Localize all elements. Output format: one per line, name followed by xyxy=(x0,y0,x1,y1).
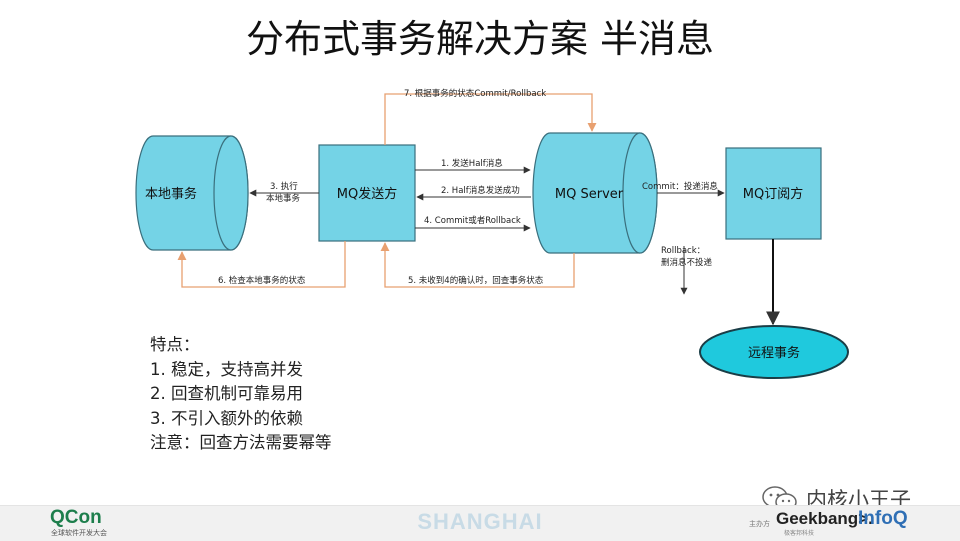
geekbang-subtitle: 极客邦科技 xyxy=(784,530,815,537)
local-transaction-label: 本地事务 xyxy=(145,186,197,202)
commit-by-state-arrow xyxy=(384,93,597,145)
mq-subscriber-label: MQ订阅方 xyxy=(743,186,803,202)
mq-producer-node: MQ发送方 xyxy=(318,144,416,242)
half-success-label: 2. Half消息发送成功 xyxy=(441,185,520,196)
notes-item-3: 3. 不引入额外的依赖 xyxy=(150,408,303,428)
notes-caution: 注意：回查方法需要幂等 xyxy=(150,433,332,452)
rollback-label-2: 删消息不投递 xyxy=(661,257,713,268)
notes-item-1: 1. 稳定，支持高并发 xyxy=(150,359,303,379)
commit-by-state-label: 7. 根据事务的状态Commit/Rollback xyxy=(404,88,546,99)
geekbang-logo: Geekbang>. xyxy=(776,509,873,528)
remote-transaction-label: 远程事务 xyxy=(748,345,800,361)
execute-local-label-2: 本地事务 xyxy=(266,193,301,204)
qcon-subtitle: 全球软件开发大会 xyxy=(51,529,107,537)
host-label: 主办方 xyxy=(749,520,770,528)
slide-title: 分布式事务解决方案 半消息 xyxy=(245,17,715,61)
notes-heading: 特点： xyxy=(150,335,200,354)
footer-bar xyxy=(0,505,960,541)
mq-producer-label: MQ发送方 xyxy=(337,186,397,202)
deliver-label: Commit：投递消息 xyxy=(642,181,718,192)
mq-subscriber-node: MQ订阅方 xyxy=(725,147,822,240)
features-notes: 特点： 1. 稳定，支持高并发 2. 回查机制可靠易用 3. 不引入额外的依赖 … xyxy=(150,333,332,456)
notes-item-2: 2. 回查机制可靠易用 xyxy=(150,384,303,403)
check-local-state-arrow xyxy=(177,241,346,288)
commit-rollback-label: 4. Commit或者Rollback xyxy=(424,215,521,226)
qcon-logo: QCon xyxy=(50,507,102,528)
check-back-arrow xyxy=(380,242,575,288)
send-half-label: 1. 发送Half消息 xyxy=(441,158,503,169)
local-transaction-node: 本地事务 xyxy=(135,135,249,251)
mq-server-node: MQ Server xyxy=(532,132,658,254)
check-back-label: 5. 未收到4的确认时，回查事务状态 xyxy=(408,275,544,286)
execute-local-label-1: 3. 执行 xyxy=(270,181,298,192)
remote-transaction-node: 远程事务 xyxy=(699,325,849,379)
check-local-state-label: 6. 检查本地事务的状态 xyxy=(218,275,306,286)
rollback-label-1: Rollback： xyxy=(661,246,705,256)
city-label: SHANGHAI xyxy=(417,509,543,534)
infoq-logo: InfoQ xyxy=(858,508,908,529)
half-message-diagram: 本地事务 MQ发送方 MQ Server MQ订阅方 远程事务 1. 发送Hal… xyxy=(135,88,849,379)
mq-server-label: MQ Server xyxy=(555,187,624,202)
